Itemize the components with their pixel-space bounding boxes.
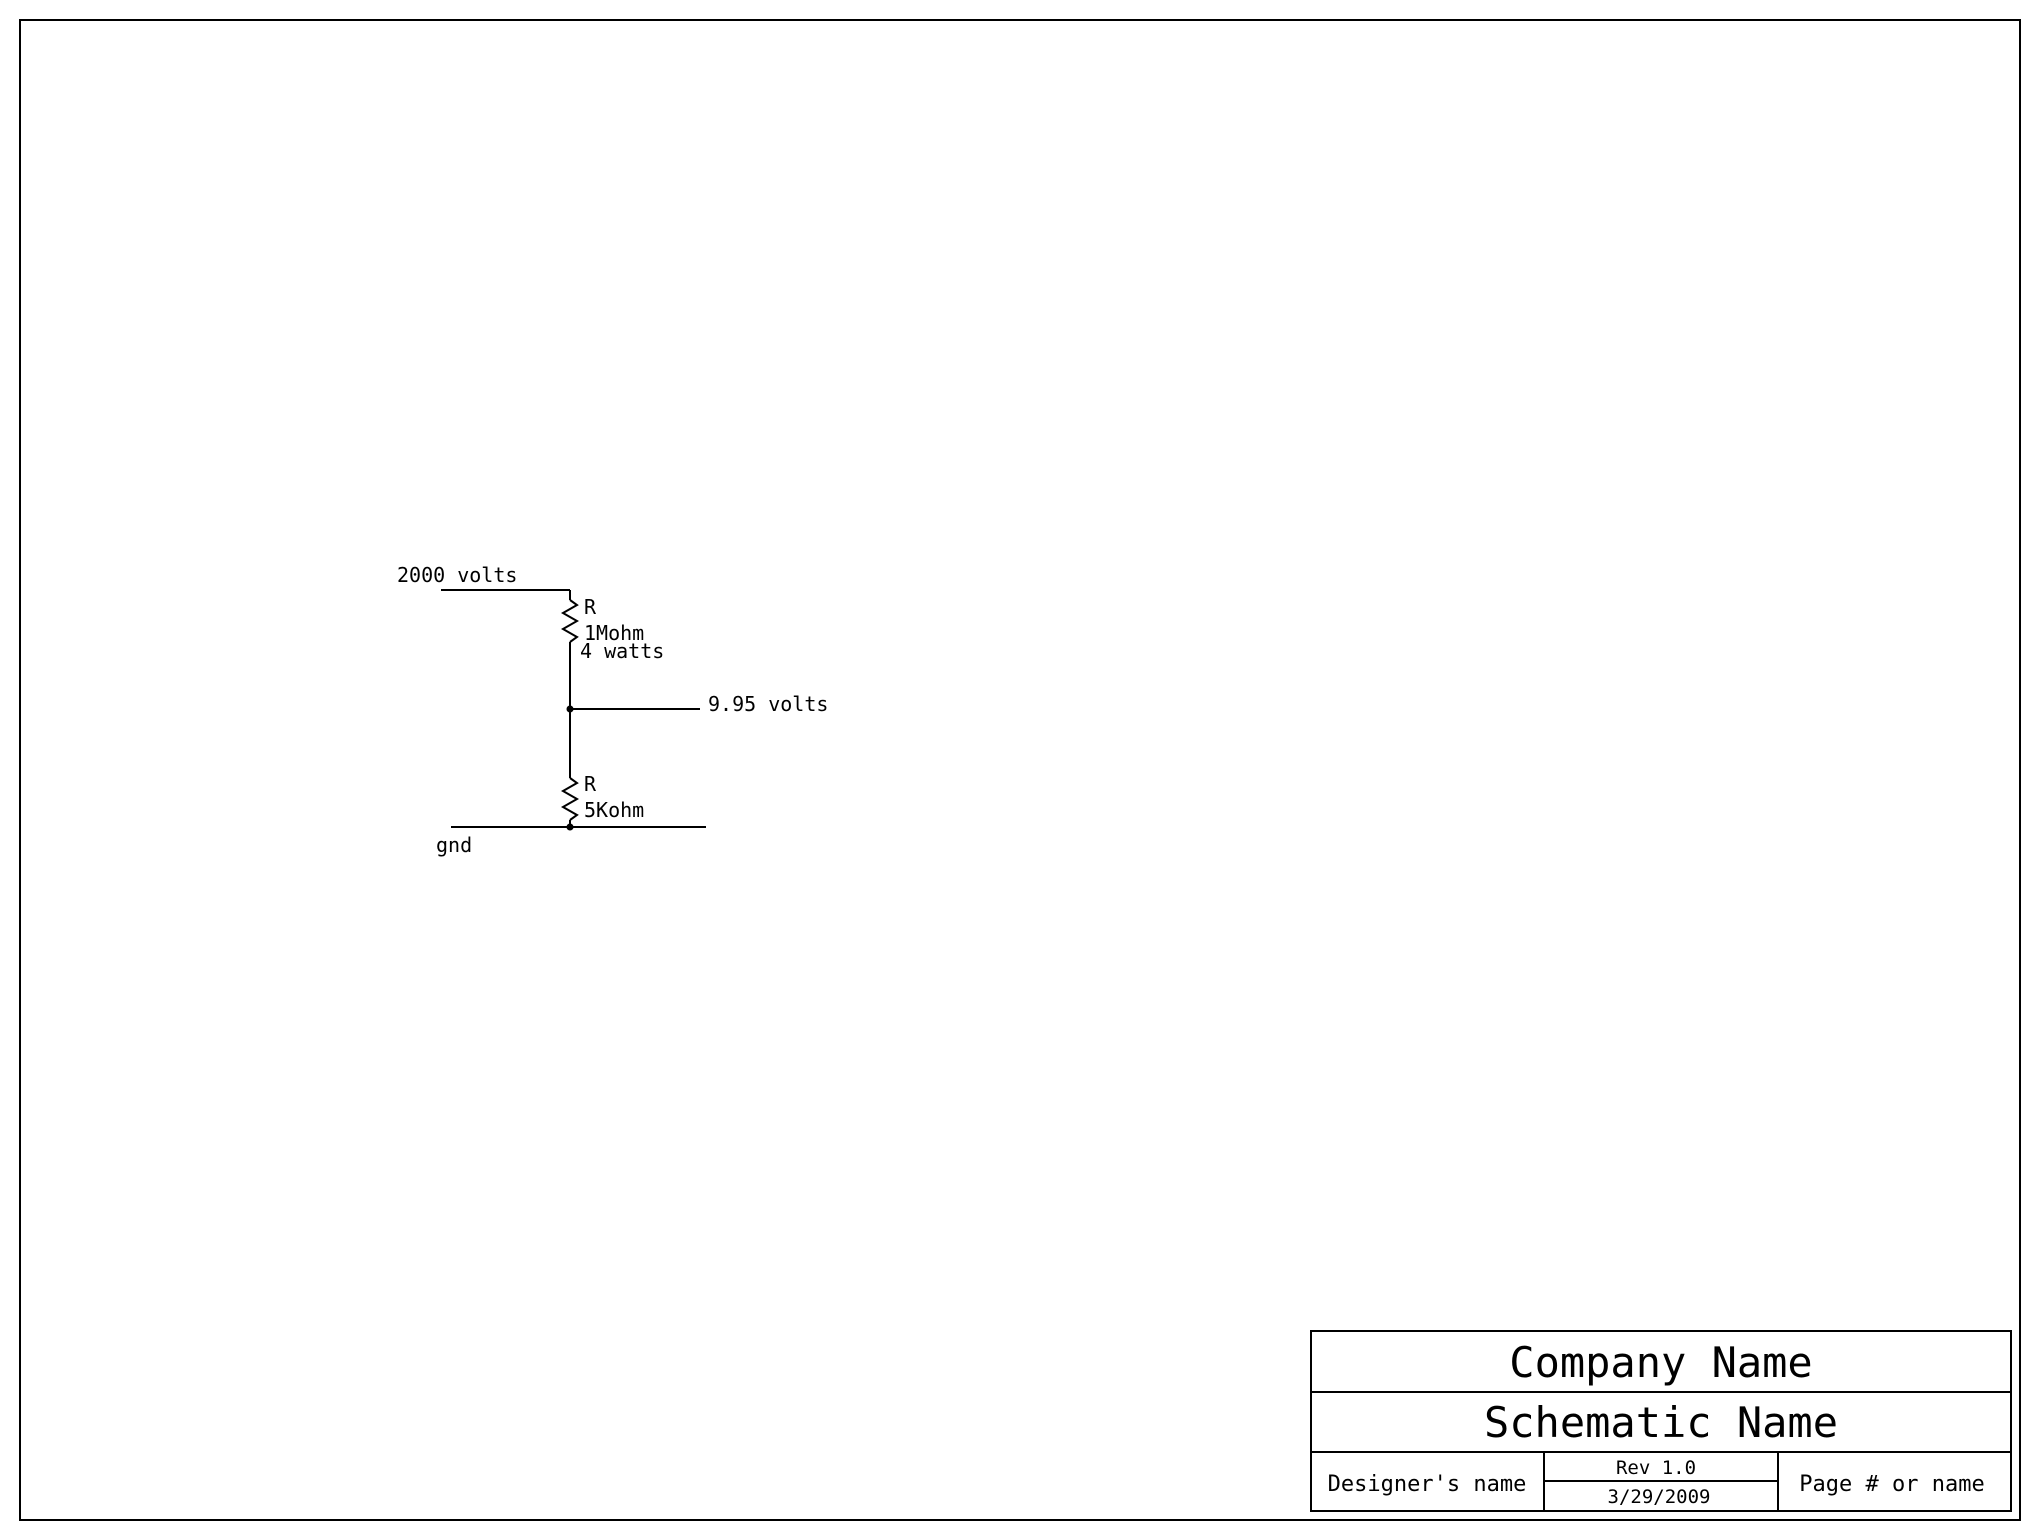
resistor-r2-symbol <box>560 777 580 821</box>
r1-power-label: 4 watts <box>580 639 664 663</box>
r1-value-label: 1Mohm <box>584 621 644 645</box>
schematic-name: Schematic Name <box>1484 1398 1838 1447</box>
output-junction-dot <box>566 705 574 713</box>
ground-junction-dot <box>566 823 574 831</box>
page-name: Page # or name <box>1799 1472 1984 1497</box>
ground-label: gnd <box>436 833 472 857</box>
r1-ref-label: R <box>584 595 597 619</box>
designer-name: Designer's name <box>1328 1472 1527 1497</box>
input-voltage-label: 2000 volts <box>397 563 517 587</box>
revision-label: Rev 1.0 <box>1616 1457 1696 1479</box>
voltage-divider-circuit <box>441 589 706 828</box>
r2-ref-label: R <box>584 772 597 796</box>
resistor-r1-symbol <box>560 599 580 643</box>
company-name: Company Name <box>1509 1338 1812 1387</box>
sheet-border <box>19 19 2021 1521</box>
date-label: 3/29/2009 <box>1608 1486 1711 1508</box>
title-block <box>1310 1330 2012 1512</box>
output-voltage-label: 9.95 volts <box>708 692 828 716</box>
r2-value-label: 5Kohm <box>584 798 644 822</box>
title-block-border <box>1310 1330 2012 1512</box>
